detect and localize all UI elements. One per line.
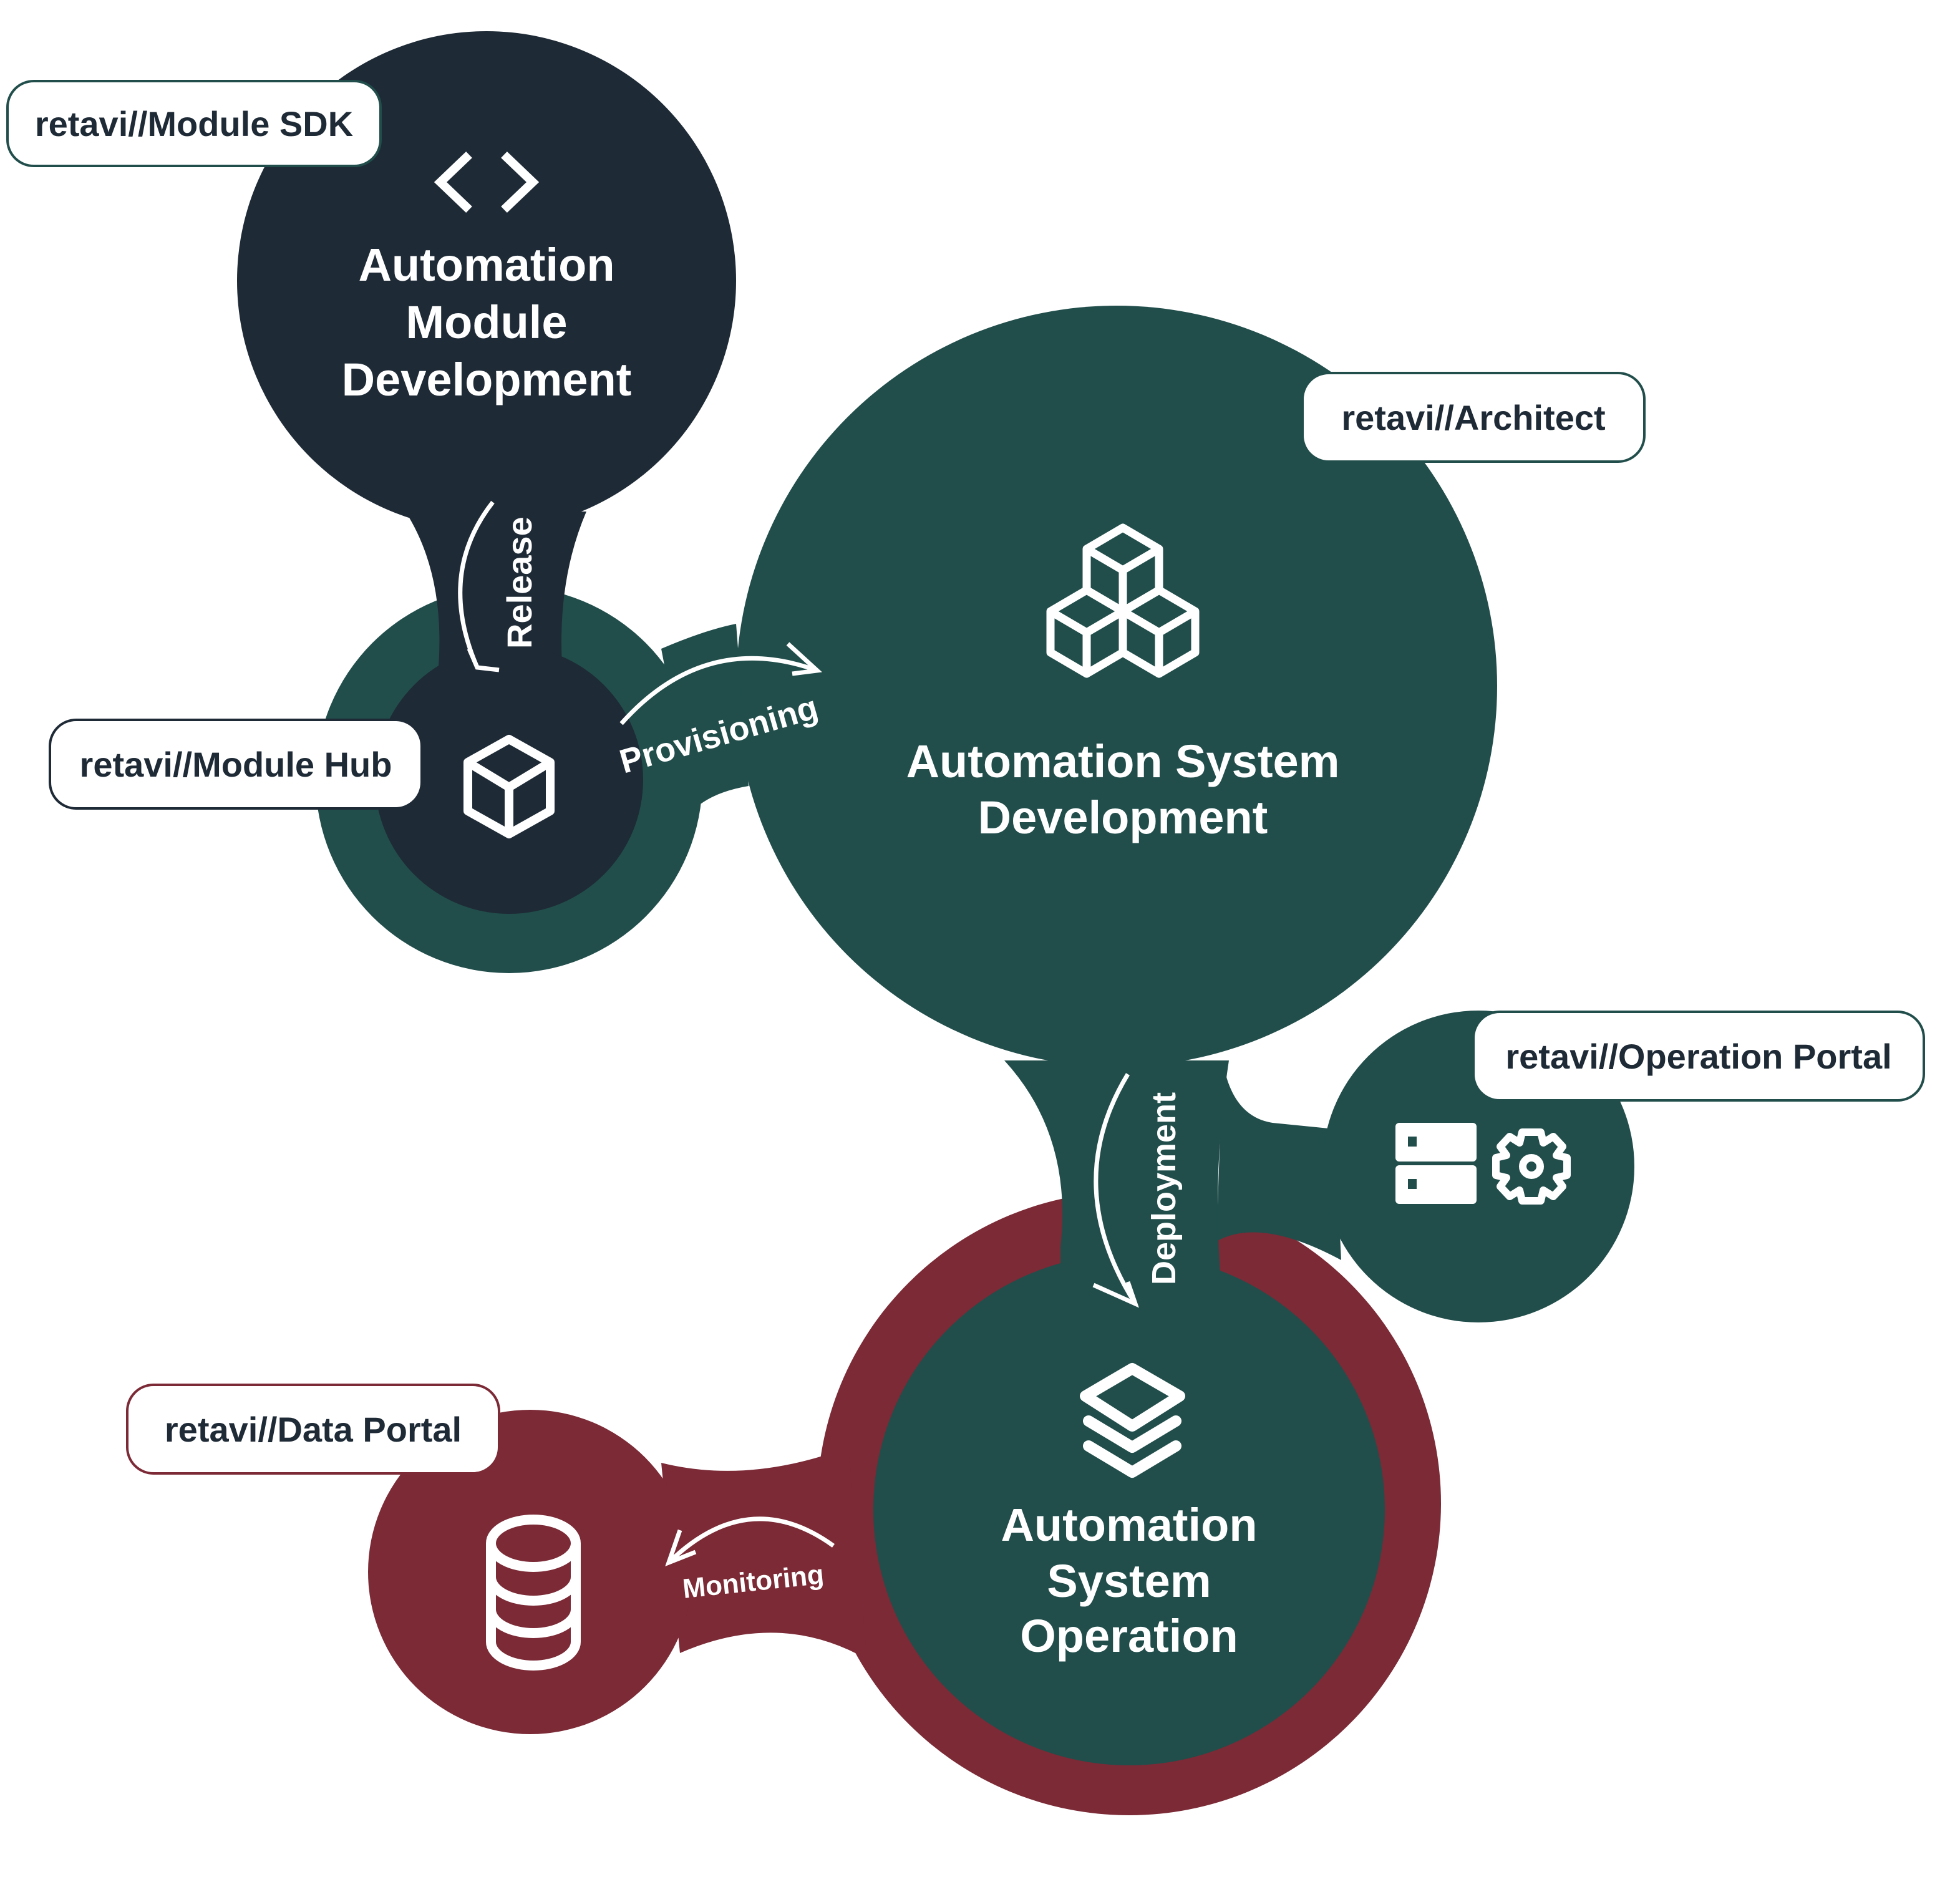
label-data-portal[interactable]: retavi//Data Portal (126, 1384, 500, 1475)
title-line: System (1047, 1555, 1211, 1607)
label-module-hub[interactable]: retavi//Module Hub (49, 719, 423, 810)
title-module-development: Automation Module Development (342, 239, 632, 405)
title-line: Operation (1020, 1610, 1238, 1662)
gear-icon (1492, 1128, 1571, 1205)
database-icon (486, 1515, 581, 1671)
title-line: Development (342, 354, 632, 405)
blob-system-dev (316, 306, 1634, 1322)
title-system-development: Automation System Development (906, 735, 1340, 843)
code-brackets-icon (434, 151, 540, 213)
monitoring-arrow (665, 1516, 835, 1567)
cube-icon (463, 735, 555, 838)
title-line: Development (978, 792, 1268, 843)
stacked-cubes-icon (1046, 523, 1200, 678)
title-line: Automation (1001, 1499, 1257, 1551)
deployment-arrow (1092, 1073, 1139, 1308)
layers-icon (1080, 1363, 1185, 1478)
label-operation-portal[interactable]: retavi//Operation Portal (1472, 1011, 1925, 1102)
release-arrow (458, 500, 500, 672)
blob-system-operation-inner (873, 1254, 1385, 1765)
title-line: Automation (358, 239, 614, 291)
blob-module-hub-inner (375, 646, 643, 914)
title-system-operation: Automation System Operation (1001, 1499, 1257, 1662)
server-icon (1395, 1123, 1477, 1204)
flow-label-deployment: Deployment (1145, 1092, 1183, 1285)
title-line: Module (406, 296, 568, 348)
label-architect[interactable]: retavi//Architect (1301, 372, 1646, 463)
label-module-sdk[interactable]: retavi//Module SDK (6, 80, 382, 167)
title-line: Automation System (906, 735, 1340, 787)
flow-label-release: Release (500, 517, 539, 649)
blob-data-portal (368, 1410, 692, 1734)
provisioning-arrow (619, 642, 822, 725)
